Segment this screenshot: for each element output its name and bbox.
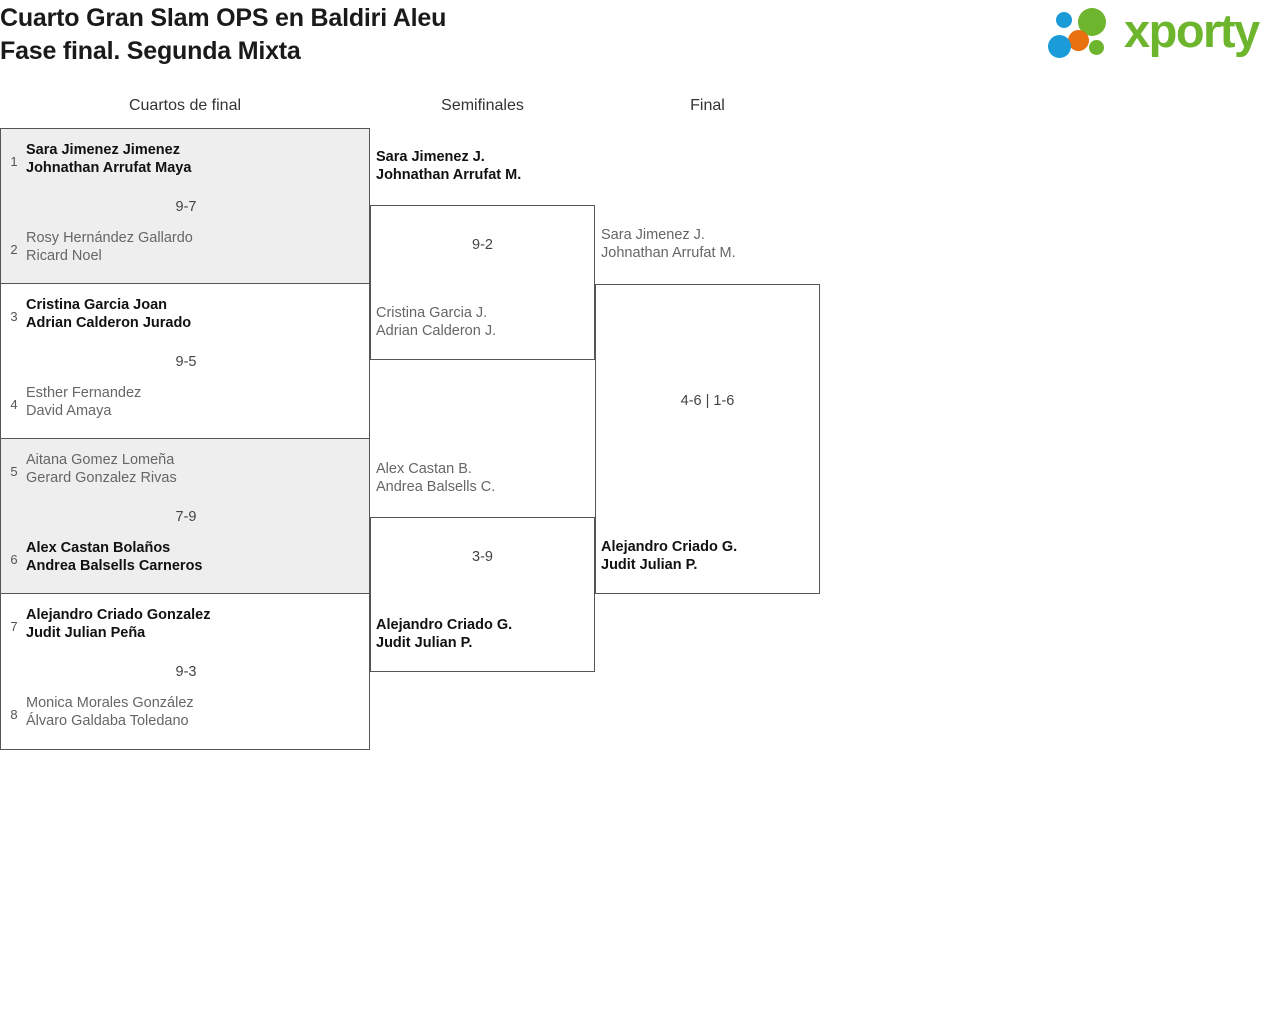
- player-name: Alejandro Criado Gonzalez: [26, 607, 211, 623]
- player-name: Cristina Garcia Joan: [26, 297, 168, 313]
- player-name: Ricard Noel: [26, 248, 102, 264]
- player-name: Sara Jimenez J.: [601, 227, 705, 243]
- seed-number: 8: [10, 707, 18, 722]
- seed-number: 5: [10, 464, 18, 479]
- semifinal-score-box[interactable]: 9-2: [370, 205, 595, 360]
- logo-dot-orange-icon: [1068, 30, 1089, 51]
- team-names: Cristina Garcia Joan Adrian Calderon Jur…: [26, 296, 366, 332]
- match-score: 4-6 | 1-6: [680, 393, 735, 409]
- team-names: Esther Fernandez David Amaya: [26, 384, 366, 420]
- match-row[interactable]: 3 Cristina Garcia Joan Adrian Calderon J…: [1, 284, 369, 439]
- player-name: Álvaro Galdaba Toledano: [26, 713, 189, 729]
- player-name: Alex Castan B.: [376, 461, 472, 477]
- page-title-line-2: Fase final. Segunda Mixta: [0, 37, 301, 65]
- seed-number: 1: [10, 154, 18, 169]
- match-team-top[interactable]: 3 Cristina Garcia Joan Adrian Calderon J…: [1, 296, 371, 340]
- player-name: Sara Jimenez J.: [376, 149, 485, 165]
- match-team-bottom[interactable]: 2 Rosy Hernández Gallardo Ricard Noel: [1, 229, 371, 273]
- round-header-final: Final: [690, 97, 725, 114]
- page-title-line-1: Cuarto Gran Slam OPS en Baldiri Aleu: [0, 4, 447, 32]
- match-score: 9-2: [472, 237, 493, 253]
- team-names: Alex Castan Bolaños Andrea Balsells Carn…: [26, 539, 366, 575]
- player-name: Aitana Gomez Lomeña: [26, 452, 175, 468]
- match-team-bottom[interactable]: 4 Esther Fernandez David Amaya: [1, 384, 371, 428]
- match-row[interactable]: 1 Sara Jimenez Jimenez Johnathan Arrufat…: [1, 129, 369, 284]
- player-name: Judit Julian Peña: [26, 625, 146, 641]
- player-name: Alejandro Criado G.: [601, 539, 738, 555]
- team-names: Alejandro Criado Gonzalez Judit Julian P…: [26, 606, 366, 642]
- match-team-top[interactable]: 1 Sara Jimenez Jimenez Johnathan Arrufat…: [1, 141, 371, 185]
- match-team-bottom[interactable]: 6 Alex Castan Bolaños Andrea Balsells Ca…: [1, 539, 371, 583]
- player-name: Johnathan Arrufat M.: [601, 245, 736, 261]
- seed-number: 6: [10, 552, 18, 567]
- match-score: 9-3: [175, 664, 197, 680]
- player-name: Rosy Hernández Gallardo: [26, 230, 193, 246]
- player-name: Johnathan Arrufat Maya: [26, 160, 192, 176]
- semifinal-team-top[interactable]: Sara Jimenez J. Johnathan Arrufat M.: [376, 148, 591, 184]
- team-names: Rosy Hernández Gallardo Ricard Noel: [26, 229, 366, 265]
- player-name: Alex Castan Bolaños: [26, 540, 171, 556]
- match-score: 9-5: [175, 354, 197, 370]
- match-team-bottom[interactable]: 8 Monica Morales González Álvaro Galdaba…: [1, 694, 371, 738]
- final-team-top[interactable]: Sara Jimenez J. Johnathan Arrufat M.: [601, 226, 816, 262]
- final-team-bottom[interactable]: Alejandro Criado G. Judit Julian P.: [601, 538, 816, 574]
- player-name: Gerard Gonzalez Rivas: [26, 470, 177, 486]
- match-team-top[interactable]: 7 Alejandro Criado Gonzalez Judit Julian…: [1, 606, 371, 650]
- match-score: 3-9: [472, 549, 493, 565]
- player-name: David Amaya: [26, 403, 112, 419]
- player-name: Monica Morales González: [26, 695, 194, 711]
- player-name: Andrea Balsells Carneros: [26, 558, 203, 574]
- semifinal-team-top[interactable]: Alex Castan B. Andrea Balsells C.: [376, 460, 591, 496]
- team-names: Sara Jimenez Jimenez Johnathan Arrufat M…: [26, 141, 366, 177]
- xporty-logo: xporty: [1048, 4, 1276, 62]
- seed-number: 7: [10, 619, 18, 634]
- seed-number: 3: [10, 309, 18, 324]
- player-name: Judit Julian P.: [601, 557, 698, 573]
- page-title: Cuarto Gran Slam OPS en Baldiri Aleu Fas…: [0, 2, 900, 68]
- match-team-top[interactable]: 5 Aitana Gomez Lomeña Gerard Gonzalez Ri…: [1, 451, 371, 495]
- seed-number: 4: [10, 397, 18, 412]
- player-name: Judit Julian P.: [376, 635, 473, 651]
- player-name: Johnathan Arrufat M.: [376, 167, 522, 183]
- seed-number: 2: [10, 242, 18, 257]
- logo-dot-blue-small-icon: [1056, 12, 1072, 28]
- logo-wordmark: xporty: [1124, 4, 1260, 57]
- round-header-quarterfinals: Cuartos de final: [128, 97, 242, 114]
- match-row[interactable]: 7 Alejandro Criado Gonzalez Judit Julian…: [1, 594, 369, 749]
- match-row[interactable]: 5 Aitana Gomez Lomeña Gerard Gonzalez Ri…: [1, 439, 369, 594]
- semifinal-team-bottom[interactable]: Alejandro Criado G. Judit Julian P.: [376, 616, 591, 652]
- semifinal-team-bottom[interactable]: Cristina Garcia J. Adrian Calderon J.: [376, 304, 591, 340]
- logo-dot-green-small-icon: [1089, 40, 1104, 55]
- player-name: Sara Jimenez Jimenez: [26, 142, 180, 158]
- match-score: 9-7: [175, 199, 197, 215]
- team-names: Aitana Gomez Lomeña Gerard Gonzalez Riva…: [26, 451, 366, 487]
- team-names: Monica Morales González Álvaro Galdaba T…: [26, 694, 366, 730]
- final-score-box[interactable]: 4-6 | 1-6: [595, 284, 820, 594]
- quarterfinals-column: 1 Sara Jimenez Jimenez Johnathan Arrufat…: [0, 128, 370, 750]
- player-name: Andrea Balsells C.: [376, 479, 496, 495]
- semifinal-score-box[interactable]: 3-9: [370, 517, 595, 672]
- player-name: Cristina Garcia J.: [376, 305, 488, 321]
- player-name: Adrian Calderon Jurado: [26, 315, 192, 331]
- player-name: Adrian Calderon J.: [376, 323, 497, 339]
- round-header-semifinals: Semifinales: [441, 97, 524, 114]
- player-name: Alejandro Criado G.: [376, 617, 513, 633]
- logo-dot-blue-large-icon: [1048, 35, 1071, 58]
- player-name: Esther Fernandez: [26, 385, 142, 401]
- match-score: 7-9: [175, 509, 197, 525]
